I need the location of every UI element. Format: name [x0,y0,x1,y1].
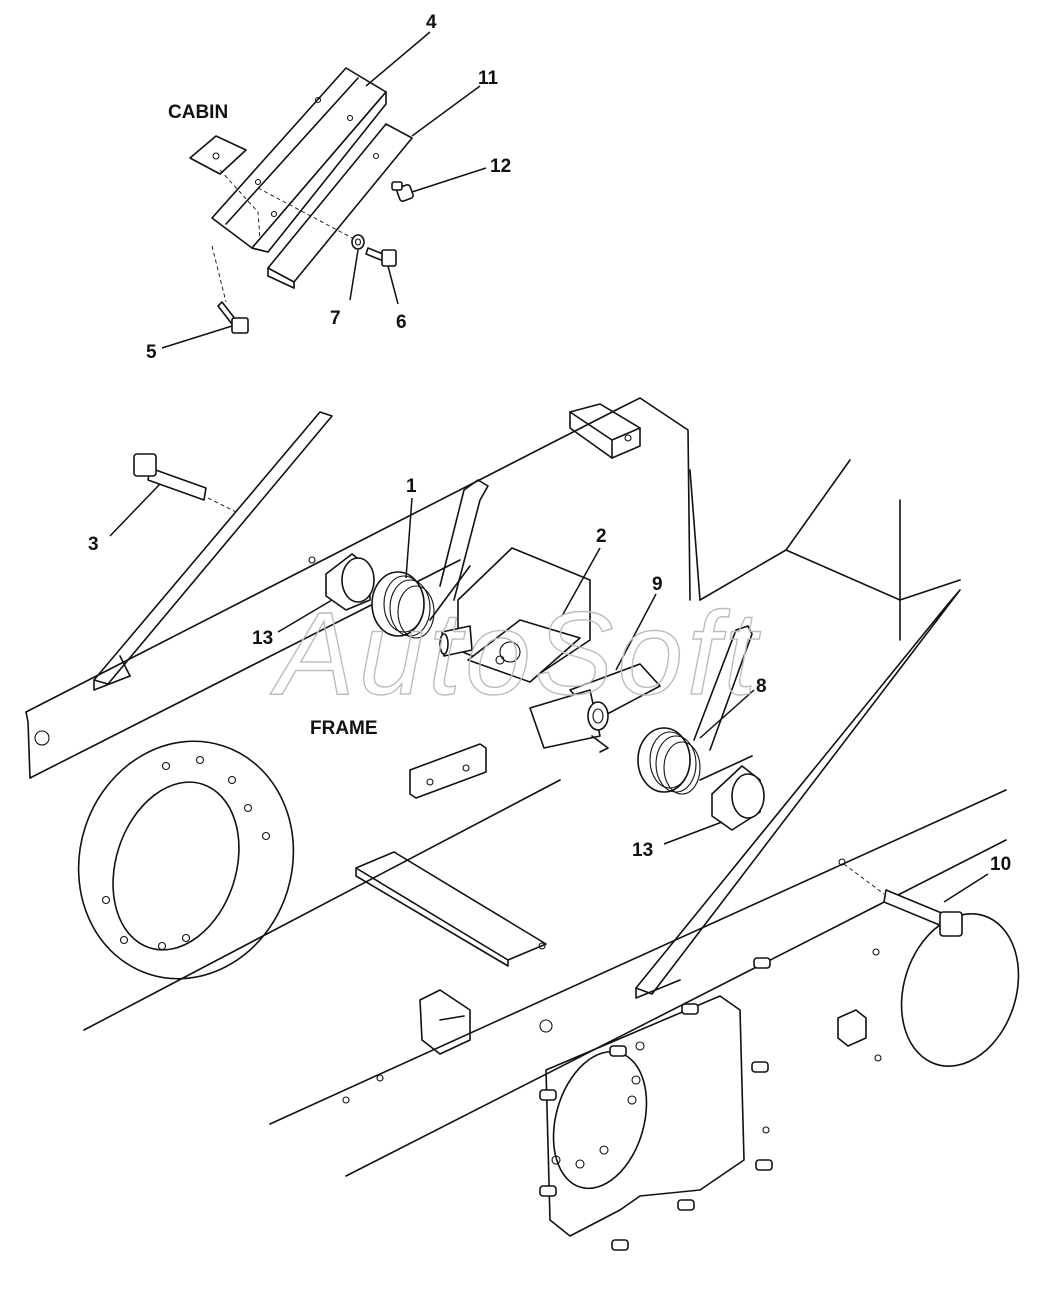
part-12-screw [391,181,414,202]
cabin-mount-plate [189,135,247,175]
callout-13-left: 13 [252,628,273,649]
callout-5: 5 [146,342,157,363]
part-7-washer [351,234,365,250]
part-13-bushing-left [308,553,375,611]
part-1-spring [371,479,489,639]
frame-block [409,743,487,799]
callout-2: 2 [596,526,607,547]
frame-rail-right [635,589,961,995]
frame-lug [419,989,471,1055]
frame-label: FRAME [310,718,378,739]
frame-rail-left [93,411,333,685]
callout-8: 8 [756,676,767,697]
frame-ring-mount [77,740,295,980]
callout-10: 10 [990,854,1011,875]
part-11-strip-plate [267,123,413,283]
frame-structure [25,397,1020,1251]
callout-3: 3 [88,534,99,555]
callout-4: 4 [426,12,437,33]
callout-7: 7 [330,308,341,329]
part-8-spring [637,625,753,795]
frame-side-plate [539,913,1020,1251]
part-6-bolt [365,247,397,267]
latch-mechanism [308,479,765,831]
callout-9: 9 [652,574,663,595]
callout-12: 12 [490,156,511,177]
callout-6: 6 [396,312,407,333]
part-2-bracket [467,619,581,683]
callout-13-right: 13 [632,840,653,861]
part-3-bolt [133,453,237,513]
part-5-bolt [217,301,249,334]
leader-lines [109,31,989,903]
callout-1: 1 [406,476,417,497]
cabin-label: CABIN [168,102,228,123]
callout-11: 11 [478,68,499,89]
part-13-bushing-right [711,765,765,831]
part-10-bolt [838,858,963,937]
cabin-bracket-assembly [189,67,414,334]
watermark: AutoSoft [270,588,761,720]
